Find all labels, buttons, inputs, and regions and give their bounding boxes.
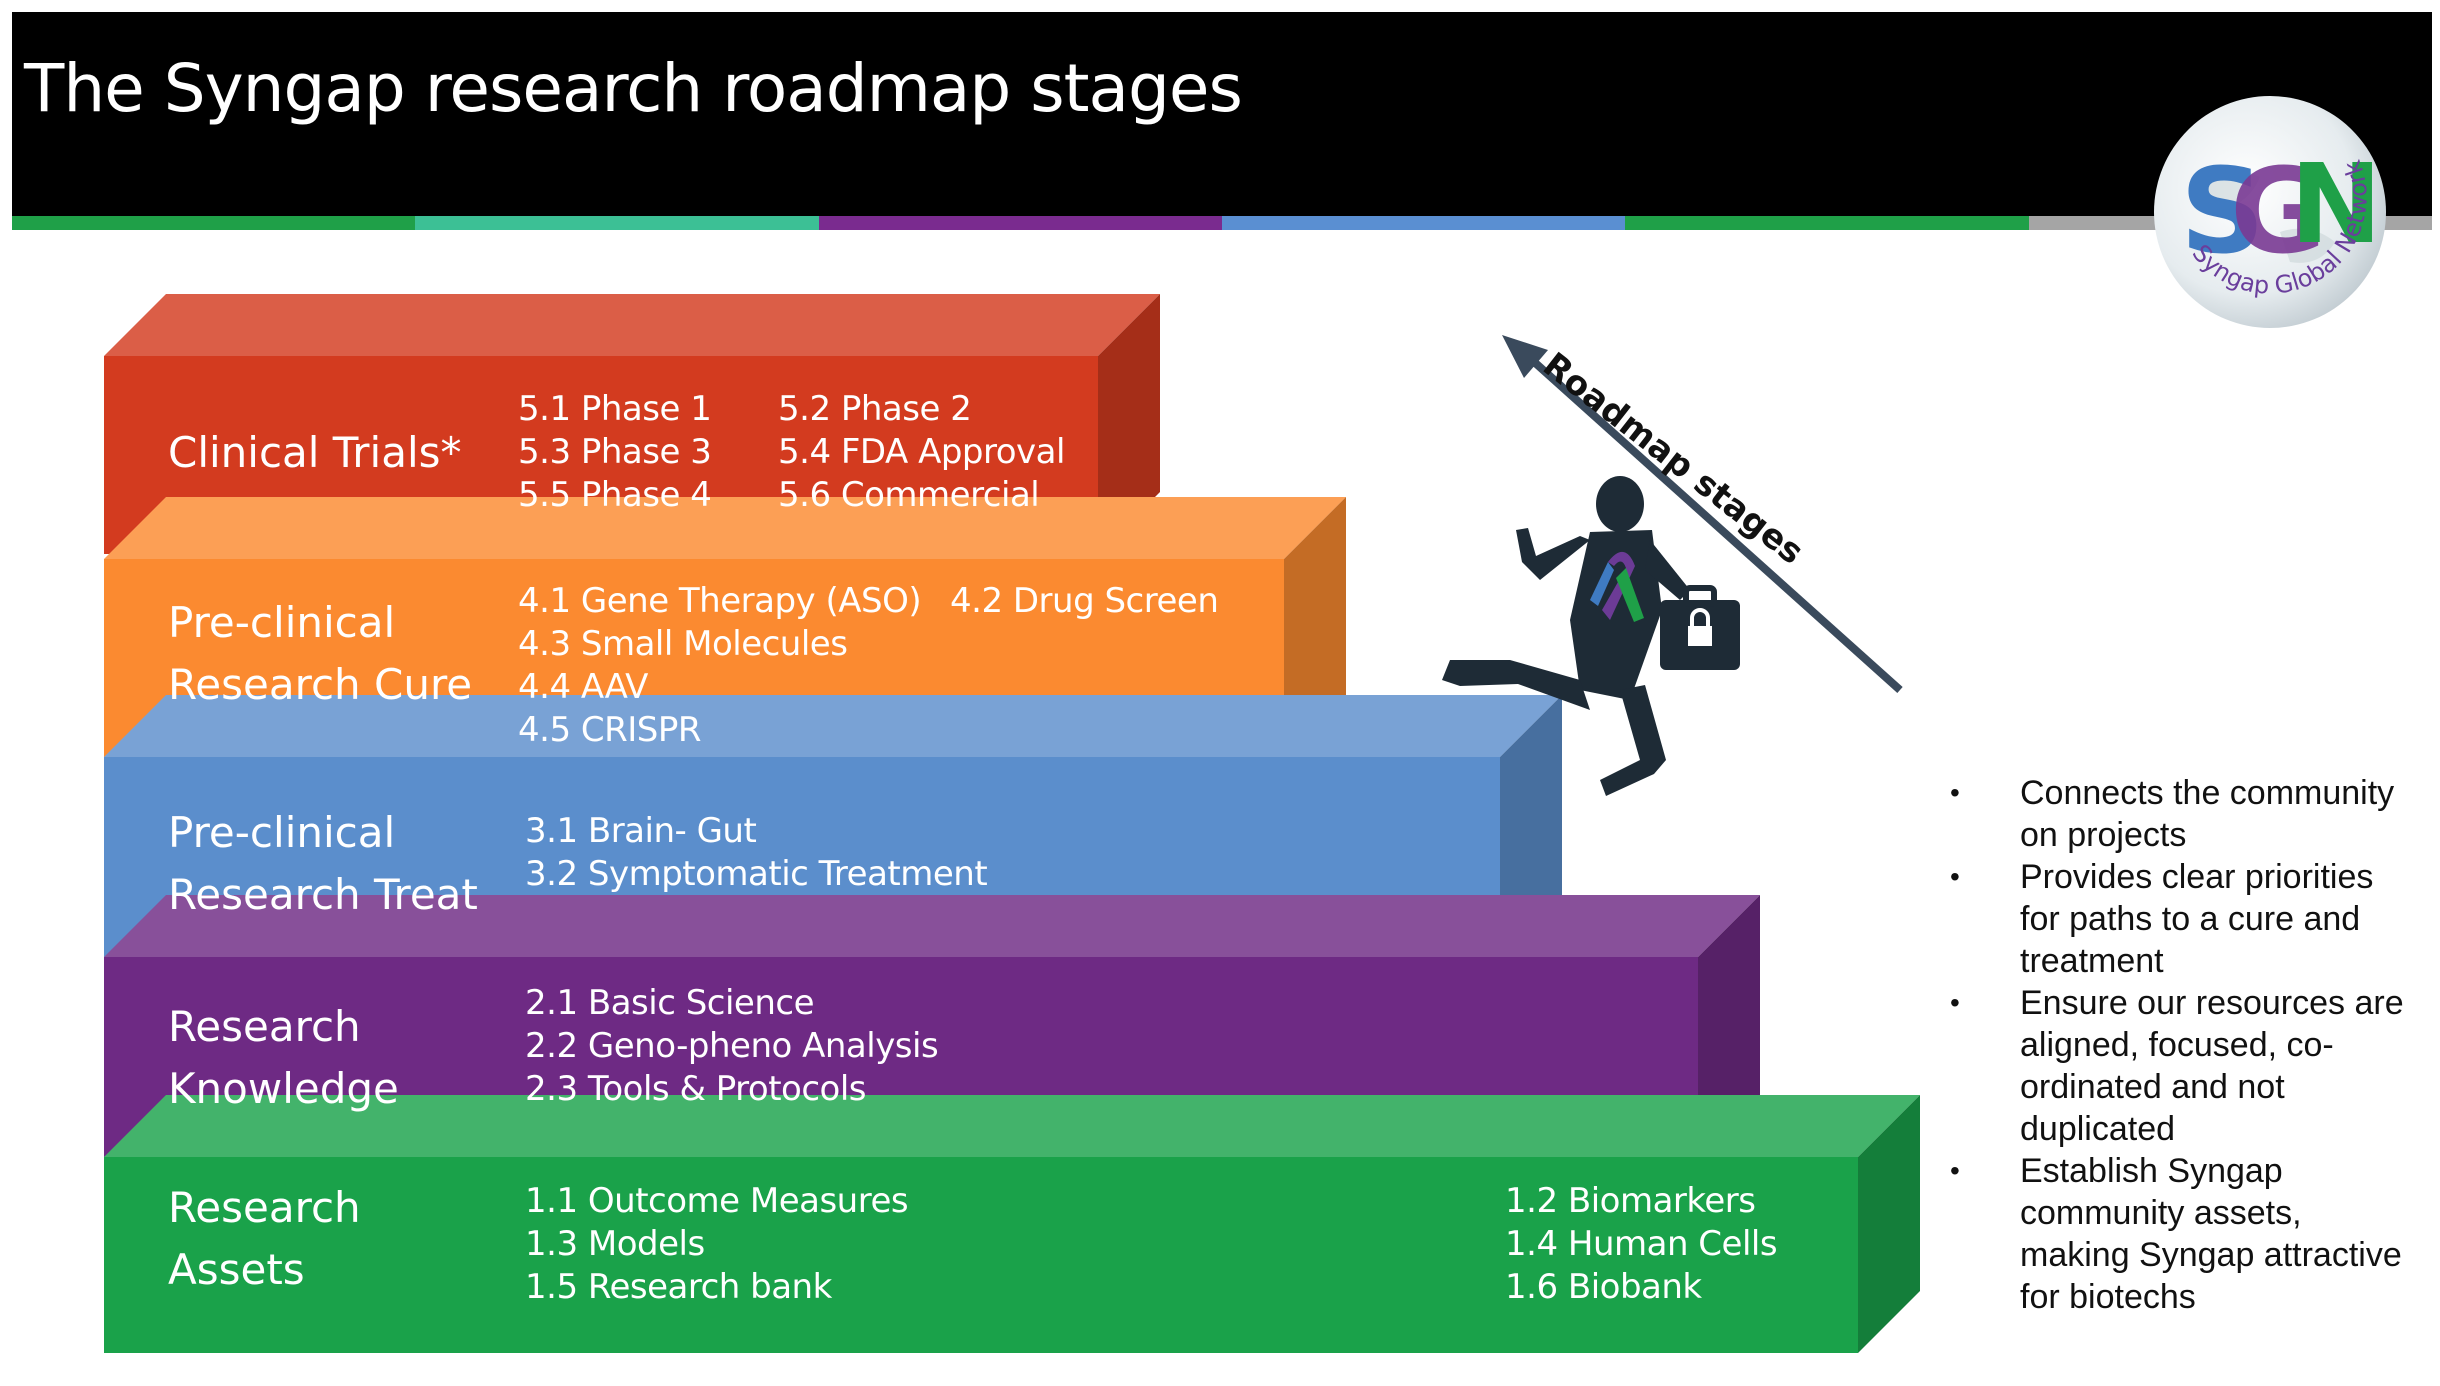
stage-item: 4.1 Gene Therapy (ASO) [518,581,922,621]
list-item: Ensure our resources are aligned, focuse… [1950,982,2420,1150]
stage-item: 5.3 Phase 3 [518,432,712,472]
stage-item: 5.5 Phase 4 [518,475,712,515]
stage-label-line: Research Treat [168,870,478,919]
businessman-climbing-icon [1442,476,1740,796]
stage-label-line: Research [168,1002,361,1051]
stripe-segment [415,216,819,230]
stage-block-top [104,895,1760,957]
stage-label-line: Assets [168,1245,305,1294]
stage-label-line: Research Cure [168,660,473,709]
stage-block [104,1157,1858,1353]
stage-item: 3.1 Brain- Gut [525,811,757,851]
stage-label-line: Knowledge [168,1064,399,1113]
stage-item: 5.2 Phase 2 [778,389,972,429]
stage-block-top [104,294,1160,356]
stage-item: 2.1 Basic Science [525,983,815,1023]
stripe-segment [1221,216,1626,230]
stage-label-line: Pre-clinical [168,808,396,857]
stage-block-side [1284,497,1346,757]
logo-letter-n: N [2290,140,2382,268]
stage-block-top [104,1095,1920,1157]
header-bar [12,12,2432,218]
stripe-segment [1625,216,2029,230]
list-item: Establish Syngap community assets, makin… [1950,1150,2420,1318]
stage-block-top [104,695,1562,757]
list-item: Provides clear priorities for paths to a… [1950,856,2420,982]
stage-item: 1.4 Human Cells [1505,1224,1778,1264]
stage-item: 4.2 Drug Screen [950,581,1219,621]
stage-block-side [1500,695,1562,957]
stage-label-line: Pre-clinical [168,598,396,647]
stage-block-side [1098,294,1160,554]
list-item: Connects the community on projects [1950,772,2420,856]
logo-letter-s: S [2180,142,2265,280]
globe-icon [2154,96,2386,328]
arrow-up-left-icon [1529,357,1903,693]
stage-item: 1.3 Models [525,1224,705,1264]
stage-item: 4.4 AAV [518,667,648,707]
stage-items: 4.2 Drug Screen [950,580,1219,623]
stage-label-line: Clinical Trials* [168,428,462,477]
stage-item: 3.2 Symptomatic Treatment [525,854,988,894]
awareness-ribbon-icon [1602,551,1635,620]
stage-item: 1.1 Outcome Measures [525,1181,909,1221]
stripe-segment [818,216,1222,230]
stage-items: 4.1 Gene Therapy (ASO)4.3 Small Molecule… [518,580,922,752]
page-title: The Syngap research roadmap stages [24,50,1243,127]
stage-item: 4.3 Small Molecules [518,624,848,664]
stage-item: 1.6 Biobank [1505,1267,1702,1307]
stage-item: 1.2 Biomarkers [1505,1181,1756,1221]
arrow-head [1502,335,1548,378]
sgn-logo: S G N Syngap Global Network [2154,96,2386,328]
stage-block-side [1698,895,1760,1157]
stage-item: 5.1 Phase 1 [518,389,712,429]
stage-item: 2.2 Geno-pheno Analysis [525,1026,939,1066]
benefits-list: Connects the community on projects Provi… [1950,772,2420,1318]
logo-letter-g: G [2230,142,2327,280]
stage-item: 5.4 FDA Approval [778,432,1065,472]
stage-item: 1.5 Research bank [525,1267,832,1307]
color-stripe [12,216,2432,230]
stage-label-line: Research [168,1183,361,1232]
stage-item: 4.5 CRISPR [518,710,701,750]
stage-block-side [1858,1095,1920,1353]
stripe-segment [12,216,416,230]
stage-item: 5.6 Commercial [778,475,1040,515]
stage-block-top [104,497,1346,559]
stage-label: Clinical Trials* [168,422,462,484]
stage-item: 2.3 Tools & Protocols [525,1069,867,1109]
